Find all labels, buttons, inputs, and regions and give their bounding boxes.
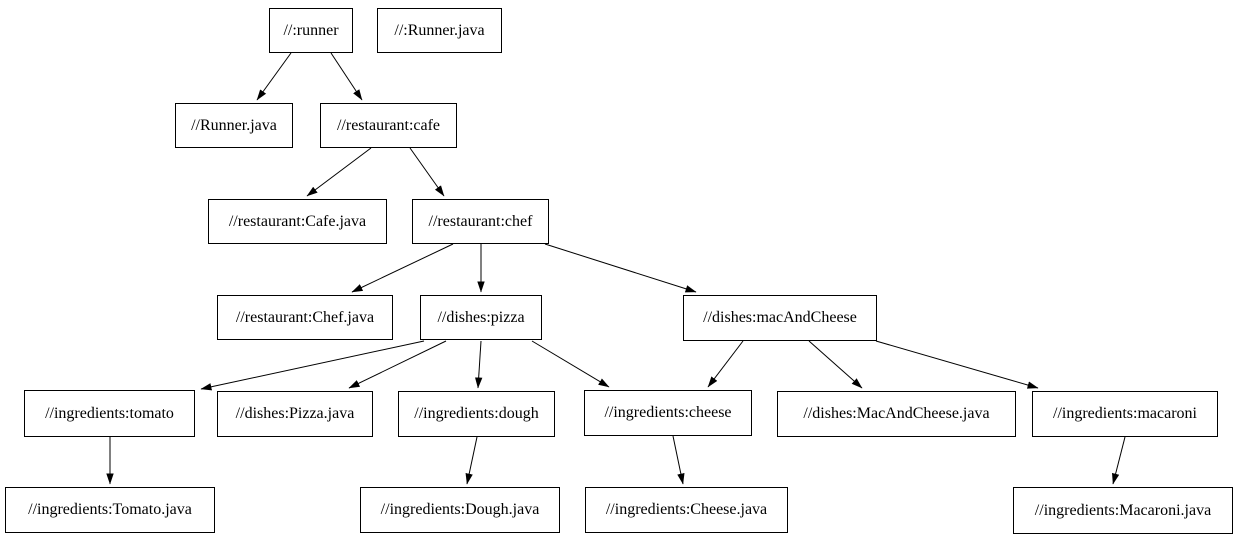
node-label: //ingredients:Macaroni.java	[1034, 501, 1212, 519]
node-label: //ingredients:cheese	[604, 404, 732, 421]
edge-pizza-to-tomato	[200, 340, 425, 391]
node-label: //restaurant:cafe	[336, 116, 441, 134]
node-label: //Runner.java	[191, 116, 277, 134]
graph-node-pizza: //dishes:pizza	[420, 295, 542, 340]
graph-node-pizza-java: //dishes:Pizza.java	[217, 391, 373, 437]
graph-node-mac-java: //dishes:MacAndCheese.java	[777, 391, 1016, 437]
node-label: //dishes:macAndCheese	[703, 309, 857, 326]
edge-chef-to-chef-java	[351, 243, 454, 293]
node-label: //ingredients:tomato	[45, 404, 174, 422]
node-label: //dishes:MacAndCheese.java	[803, 405, 990, 422]
graph-node-cheese: //ingredients:cheese	[584, 390, 752, 436]
node-label: //ingredients:Dough.java	[380, 501, 540, 518]
edge-cafe-to-chef	[409, 147, 445, 197]
graph-node-cafe-java: //restaurant:Cafe.java	[208, 199, 387, 244]
graph-node-dough: //ingredients:dough	[398, 391, 555, 437]
edge-chef-to-mac	[544, 243, 697, 293]
graph-node-runner: //:runner	[269, 8, 353, 53]
node-label: //restaurant:Cafe.java	[228, 212, 367, 230]
node-label: //:runner	[283, 21, 339, 39]
graph-node-runner-java: //Runner.java	[175, 103, 293, 148]
graph-node-tomato: //ingredients:tomato	[24, 390, 195, 437]
graph-node-runner-src: //:Runner.java	[377, 8, 502, 53]
node-label: //restaurant:chef	[428, 212, 533, 230]
edge-cafe-to-cafe-java	[306, 147, 372, 197]
edge-mac-to-mac-java	[808, 340, 863, 389]
graph-node-chef-java: //restaurant:Chef.java	[217, 295, 393, 340]
edge-macaroni-to-macaroni-java	[1112, 436, 1126, 485]
node-label: //ingredients:macaroni	[1053, 405, 1197, 422]
edge-runner-to-runner-java	[256, 52, 292, 101]
node-label: //:Runner.java	[394, 21, 485, 39]
graph-node-mac: //dishes:macAndCheese	[683, 295, 877, 341]
graph-node-cheese-java: //ingredients:Cheese.java	[585, 487, 788, 533]
edge-mac-to-macaroni	[875, 340, 1039, 389]
node-label: //dishes:pizza	[437, 308, 525, 326]
node-label: //ingredients:Cheese.java	[605, 501, 768, 518]
graph-node-macaroni-java: //ingredients:Macaroni.java	[1013, 487, 1233, 534]
graph-node-cafe: //restaurant:cafe	[320, 103, 457, 148]
edge-mac-to-cheese	[707, 340, 744, 388]
graph-node-tomato-java: //ingredients:Tomato.java	[5, 487, 215, 533]
graph-node-macaroni: //ingredients:macaroni	[1032, 391, 1218, 437]
edge-pizza-to-pizza-java	[348, 340, 447, 389]
graph-node-dough-java: //ingredients:Dough.java	[360, 487, 560, 533]
node-label: //ingredients:Tomato.java	[28, 501, 192, 518]
edge-pizza-to-dough	[474, 340, 483, 389]
edge-pizza-to-cheese	[531, 340, 610, 388]
edge-dough-to-dough-java	[465, 436, 478, 485]
graph-node-chef: //restaurant:chef	[412, 199, 549, 244]
edge-runner-to-cafe	[330, 52, 363, 101]
node-label: //dishes:Pizza.java	[235, 405, 355, 422]
edge-cheese-to-cheese-java	[672, 435, 685, 485]
node-label: //restaurant:Chef.java	[235, 308, 375, 326]
node-label: //ingredients:dough	[414, 405, 539, 422]
